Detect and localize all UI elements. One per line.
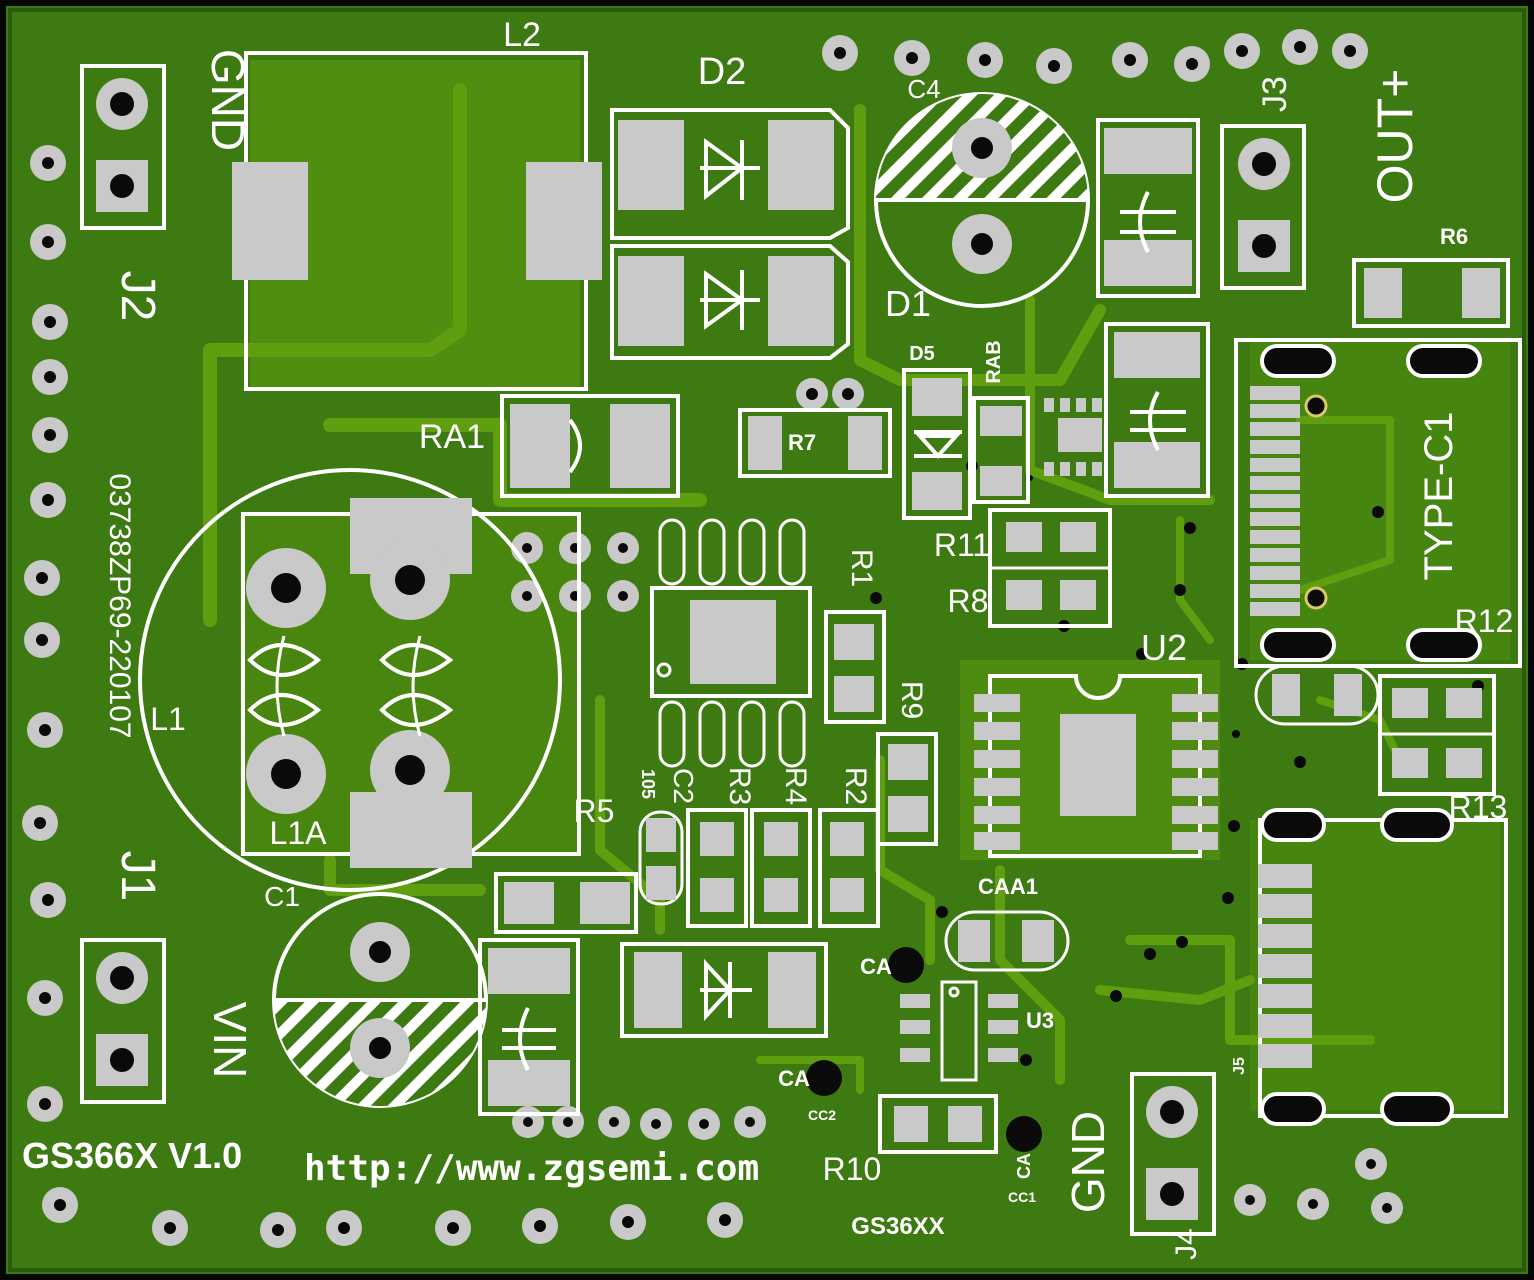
label-r12: R12 <box>1455 603 1514 639</box>
label-ca-a: CA <box>860 954 892 979</box>
label-c1: C1 <box>264 881 300 912</box>
resistor-r4 <box>750 808 812 928</box>
vias <box>22 29 1484 1248</box>
capacitor-smd-bottom <box>478 938 580 1116</box>
label-type-c1: TYPE-C1 <box>1417 412 1461 581</box>
label-r7: R7 <box>788 430 816 455</box>
label-r3: R3 <box>723 767 756 805</box>
label-rab: RAB <box>983 340 1005 383</box>
diode-d2 <box>610 108 850 360</box>
label-r9: R9 <box>895 681 928 719</box>
label-r5: R5 <box>574 793 615 829</box>
label-u3: U3 <box>1026 1008 1054 1033</box>
ic-soic8 <box>650 518 812 768</box>
label-j5: J5 <box>1231 1057 1248 1075</box>
diode-d5 <box>902 368 972 520</box>
capacitor-caa1 <box>944 910 1070 972</box>
capacitor-c4 <box>874 92 1090 308</box>
label-j4: J4 <box>1170 1228 1203 1260</box>
label-j1: J1 <box>111 851 164 902</box>
silkscreen-labels: GND J2 L2 D2 C4 D1 J3 OUT+ R6 D5 RAB RA1… <box>22 16 1513 1260</box>
label-r10: R10 <box>823 1151 882 1187</box>
label-d1: D1 <box>885 283 931 324</box>
resistor-r10 <box>878 1094 998 1154</box>
label-serial: 03738ZP69-220107 <box>103 473 136 738</box>
label-caa1: CAA1 <box>978 874 1038 899</box>
label-out-plus: OUT+ <box>1367 69 1423 204</box>
resistor-r3 <box>686 808 748 928</box>
label-brand: GS366X V1.0 <box>22 1135 242 1176</box>
connector-type-c1 <box>1234 338 1522 668</box>
label-r8: R8 <box>948 583 989 619</box>
label-cc2: CC2 <box>808 1107 836 1123</box>
resistor-rab <box>972 396 1030 504</box>
label-j3: J3 <box>1256 76 1294 112</box>
resistor-r12-block <box>1254 664 1496 796</box>
label-gnd-bottom: GND <box>1062 1111 1114 1213</box>
connector-j1 <box>80 938 166 1104</box>
connector-j3 <box>1220 124 1306 290</box>
resistor-r7 <box>738 408 892 478</box>
inductor-l1 <box>138 468 581 892</box>
label-url: http://www.zgsemi.com <box>304 1148 759 1189</box>
resistor-r5 <box>494 872 638 934</box>
label-l1: L1 <box>150 701 186 737</box>
capacitor-smd-mid <box>1104 322 1210 498</box>
resistor-r6 <box>1352 258 1510 328</box>
resistor-r2 <box>818 808 880 928</box>
connector-j5 <box>1258 808 1508 1126</box>
label-c2-value: 105 <box>638 769 658 799</box>
inductor-l2 <box>232 51 602 391</box>
resistor-r9 <box>876 732 938 846</box>
ic-u2 <box>974 674 1218 858</box>
label-gnd-top: GND <box>202 49 254 151</box>
capacitor-c1 <box>272 892 488 1108</box>
resistor-r1 <box>824 610 886 724</box>
ic-u3 <box>900 980 1018 1082</box>
label-r1: R1 <box>845 549 878 587</box>
label-l1a: L1A <box>270 815 328 851</box>
label-l2: L2 <box>503 16 541 54</box>
capacitor-smd-top <box>1096 118 1200 298</box>
label-d5: D5 <box>909 343 935 365</box>
label-d2: D2 <box>698 51 747 93</box>
label-c2: C2 <box>668 768 699 804</box>
label-u2: U2 <box>1141 627 1187 668</box>
connector-j2 <box>80 64 166 230</box>
label-ca-c: CA <box>1014 1153 1034 1179</box>
ic-small-sot <box>1044 398 1102 476</box>
label-part: GS36XX <box>851 1213 944 1240</box>
label-r4: R4 <box>779 767 812 805</box>
capacitor-c2 <box>638 810 684 906</box>
label-c4: C4 <box>907 74 940 104</box>
label-ca-b: CA <box>778 1066 810 1091</box>
label-r11: R11 <box>934 527 990 563</box>
label-r6: R6 <box>1440 224 1468 249</box>
resistor-r11-r8 <box>988 508 1112 628</box>
label-r13: R13 <box>1449 789 1508 825</box>
board-edge <box>8 8 1526 1272</box>
connector-j4 <box>1130 1072 1216 1236</box>
label-j2: J2 <box>111 271 164 322</box>
resistor-ra1 <box>500 394 680 498</box>
label-ra1: RA1 <box>419 418 485 456</box>
label-r2: R2 <box>839 767 872 805</box>
label-vin: VIN <box>204 1002 256 1079</box>
label-cc1: CC1 <box>1008 1189 1036 1205</box>
diode-bottom <box>620 942 828 1038</box>
